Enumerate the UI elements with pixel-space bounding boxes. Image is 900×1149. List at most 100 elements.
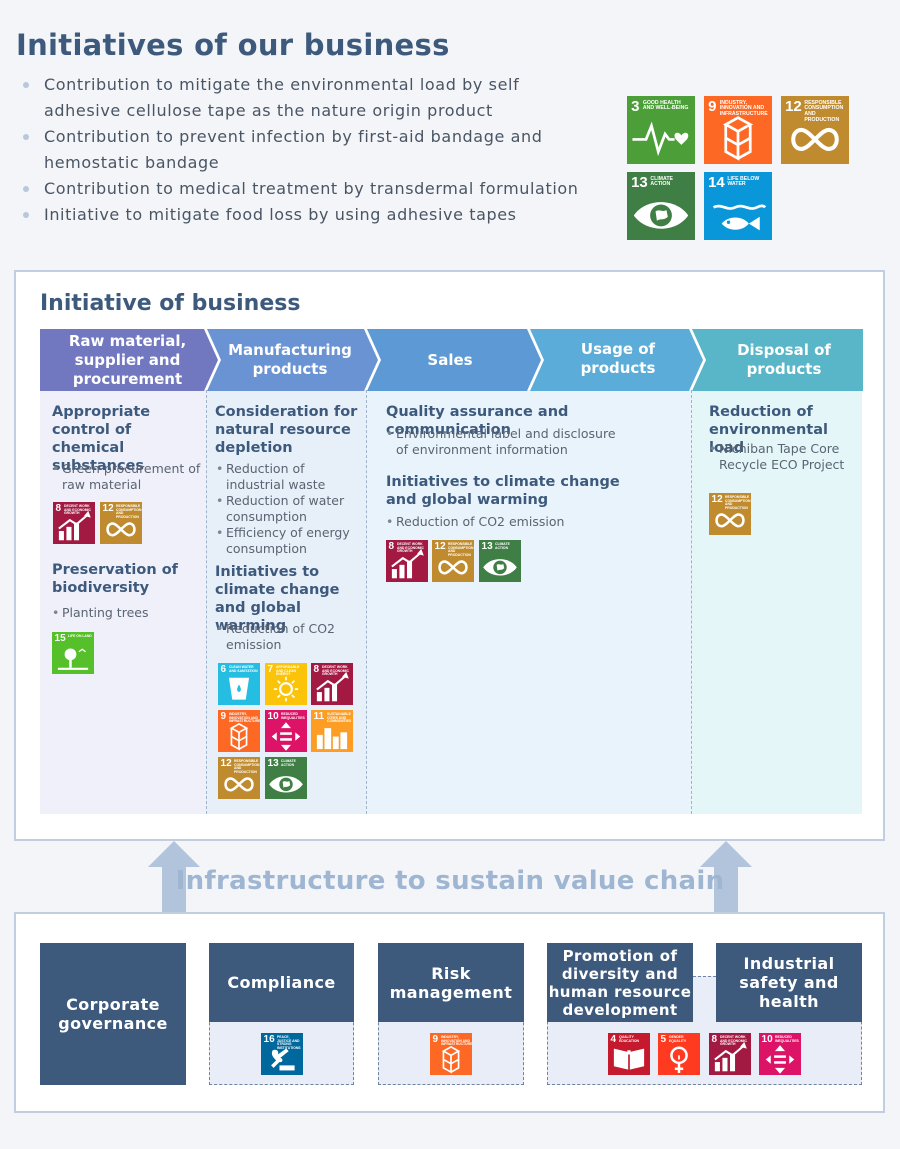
sdg-number: 9 xyxy=(220,711,227,723)
sdg-pictogram-icon xyxy=(228,677,250,700)
manufacturing-bullet-water: Reduction of water consumption xyxy=(216,493,361,525)
sdg-number: 14 xyxy=(708,174,725,192)
up-arrow-left-icon xyxy=(148,841,200,913)
sdg-13-icon: 13Climate action xyxy=(627,172,695,240)
stage-usage-label: Usage of products xyxy=(580,340,656,377)
compliance-box: Compliance xyxy=(209,943,354,1022)
sdg-label: Industry, innovation and infrastructure xyxy=(719,99,768,118)
sdg-12-icon: 12Responsible consumption and production xyxy=(781,96,849,164)
raw-bullet-green-procurement: Green procurement of raw material xyxy=(52,461,202,493)
sales-bullet-label-disclosure: Environmental label and disclosure of en… xyxy=(386,426,631,458)
sdg-number: 9 xyxy=(432,1034,439,1046)
sdg-pictogram-icon xyxy=(441,1045,461,1074)
sdg-label: Industry, innovation and infrastructure xyxy=(229,711,260,724)
sdg-pictogram-icon xyxy=(273,676,299,701)
page-title: Initiatives of our business xyxy=(16,28,450,62)
column-divider xyxy=(691,390,692,814)
sdg-label: Decent work and economic growth xyxy=(64,503,91,516)
initiatives-list: Contribution to mitigate the environment… xyxy=(22,72,582,228)
industrial-safety-box: Industrial safety and health xyxy=(716,943,862,1022)
sdg-number: 12 xyxy=(102,503,114,515)
sdg-number: 8 xyxy=(711,1034,718,1046)
initiative-bullet: Contribution to mitigate the environment… xyxy=(22,72,582,124)
stage-disposal-label: Disposal of products xyxy=(737,341,831,378)
sdg-3-icon: 3Good health and well-being xyxy=(627,96,695,164)
sdg-pictogram-icon xyxy=(269,775,303,793)
sdg-label: Industry, innovation and infrastructure xyxy=(441,1034,472,1047)
sdg-5-icon: 5Gender equality xyxy=(658,1033,700,1075)
stage-raw-label: Raw material, supplier and procurement xyxy=(68,331,187,388)
column-divider xyxy=(206,390,207,814)
sdg-pictogram-icon xyxy=(632,121,689,157)
sdg-label: Clean water and sanitation xyxy=(229,664,258,673)
sdg-pictogram-icon xyxy=(483,558,517,576)
sdg-label: Responsible consumption and production xyxy=(116,503,142,520)
disposal-heading: Reduction of environmental load xyxy=(709,404,828,456)
sdg-label: Gender equality xyxy=(669,1034,687,1043)
sdg-14-icon: 14Life below water xyxy=(704,172,772,240)
up-arrow-right-icon xyxy=(700,841,752,913)
sdg-number: 12 xyxy=(711,494,723,506)
stage-raw-arrow xyxy=(40,329,218,391)
sdg-12-icon: 12Responsible consumption and production xyxy=(432,540,474,582)
sdg-label: Responsible consumption and production xyxy=(725,494,751,511)
manufacturing-bullet-co2: Reduction of CO2 emission xyxy=(216,621,361,653)
sdg-number: 12 xyxy=(220,758,232,770)
sdg-number: 10 xyxy=(761,1034,773,1046)
sdg-label: Reduced inequalities xyxy=(281,711,305,720)
sdg-label: Responsible consumption and production xyxy=(448,541,474,558)
sdg-pictogram-icon xyxy=(57,647,89,670)
sdg-number: 5 xyxy=(660,1034,667,1046)
stage-disposal-arrow xyxy=(692,329,863,391)
raw-heading-chemicals: Appropriate control of chemical substanc… xyxy=(52,404,151,474)
manufacturing-bullet-energy: Efficiency of energy consumption xyxy=(216,525,361,557)
sdg-pictogram-icon xyxy=(633,202,689,229)
sdg-number: 9 xyxy=(708,98,717,116)
sdg-12-icon: 12Responsible consumption and production xyxy=(100,502,142,544)
sdg-pictogram-icon xyxy=(438,559,468,575)
sdg-4-icon: 4Quality education xyxy=(608,1033,650,1075)
sales-usage-column-bg xyxy=(366,390,691,814)
sdg-pictogram-icon xyxy=(58,510,91,540)
stage-sales-arrow xyxy=(367,329,541,391)
sdg-7-icon: 7Affordable and clean energy xyxy=(265,663,307,705)
sales-bullet-co2: Reduction of CO2 emission xyxy=(386,514,636,530)
sdg-label: Decent work and economic growth xyxy=(720,1034,747,1047)
sdg-label: Climate action xyxy=(281,758,296,767)
sdg-12-icon: 12Responsible consumption and production xyxy=(218,757,260,799)
sdg-8-icon: 8Decent work and economic growth xyxy=(709,1033,751,1075)
diversity-hr-box: Promotion of diversity and human resourc… xyxy=(547,943,693,1022)
sdg-pictogram-icon xyxy=(722,116,754,161)
sdg-label: Responsible consumption and production xyxy=(804,99,844,123)
sdg-pictogram-icon xyxy=(229,722,249,751)
value-chain-title: Initiative of business xyxy=(40,291,301,316)
sdg-pictogram-icon xyxy=(271,1048,295,1070)
sdg-6-icon: 6Clean water and sanitation xyxy=(218,663,260,705)
sdg-pictogram-icon xyxy=(391,548,424,578)
sdg-label: Climate action xyxy=(495,541,510,550)
stage-usage-arrow xyxy=(530,329,703,391)
sdg-16-icon: 16Peace, justice and strong institutions xyxy=(261,1033,303,1075)
sdg-pictogram-icon xyxy=(613,1048,645,1070)
sdg-number: 13 xyxy=(481,541,493,553)
stage-manufacturing-label: Manufacturing products xyxy=(228,341,352,378)
sdg-label: Decent work and economic growth xyxy=(322,664,349,677)
infrastructure-title: Infrastructure to sustain value chain xyxy=(175,866,725,896)
sdg-8-icon: 8Decent work and economic growth xyxy=(311,663,353,705)
raw-bullet-planting-trees: Planting trees xyxy=(52,605,202,621)
risk-management-box: Risk management xyxy=(378,943,524,1022)
sdg-number: 7 xyxy=(267,664,274,676)
sdg-number: 13 xyxy=(631,174,648,192)
sdg-pictogram-icon xyxy=(715,512,745,528)
sdg-number: 11 xyxy=(313,711,325,723)
corporate-governance-box: Corporate governance xyxy=(40,943,186,1085)
sdg-12-icon: 12Responsible consumption and production xyxy=(709,493,751,535)
sdg-13-icon: 13Climate action xyxy=(265,757,307,799)
sdg-number: 8 xyxy=(55,503,62,515)
sdg-number: 4 xyxy=(610,1034,617,1046)
sdg-number: 13 xyxy=(267,758,279,770)
sdg-label: Reduced inequalities xyxy=(775,1034,799,1043)
disposal-bullet-recycle: Nichiban Tape Core Recycle ECO Project xyxy=(709,441,849,473)
sdg-pictogram-icon xyxy=(670,1046,688,1073)
sdg-number: 8 xyxy=(313,664,320,676)
